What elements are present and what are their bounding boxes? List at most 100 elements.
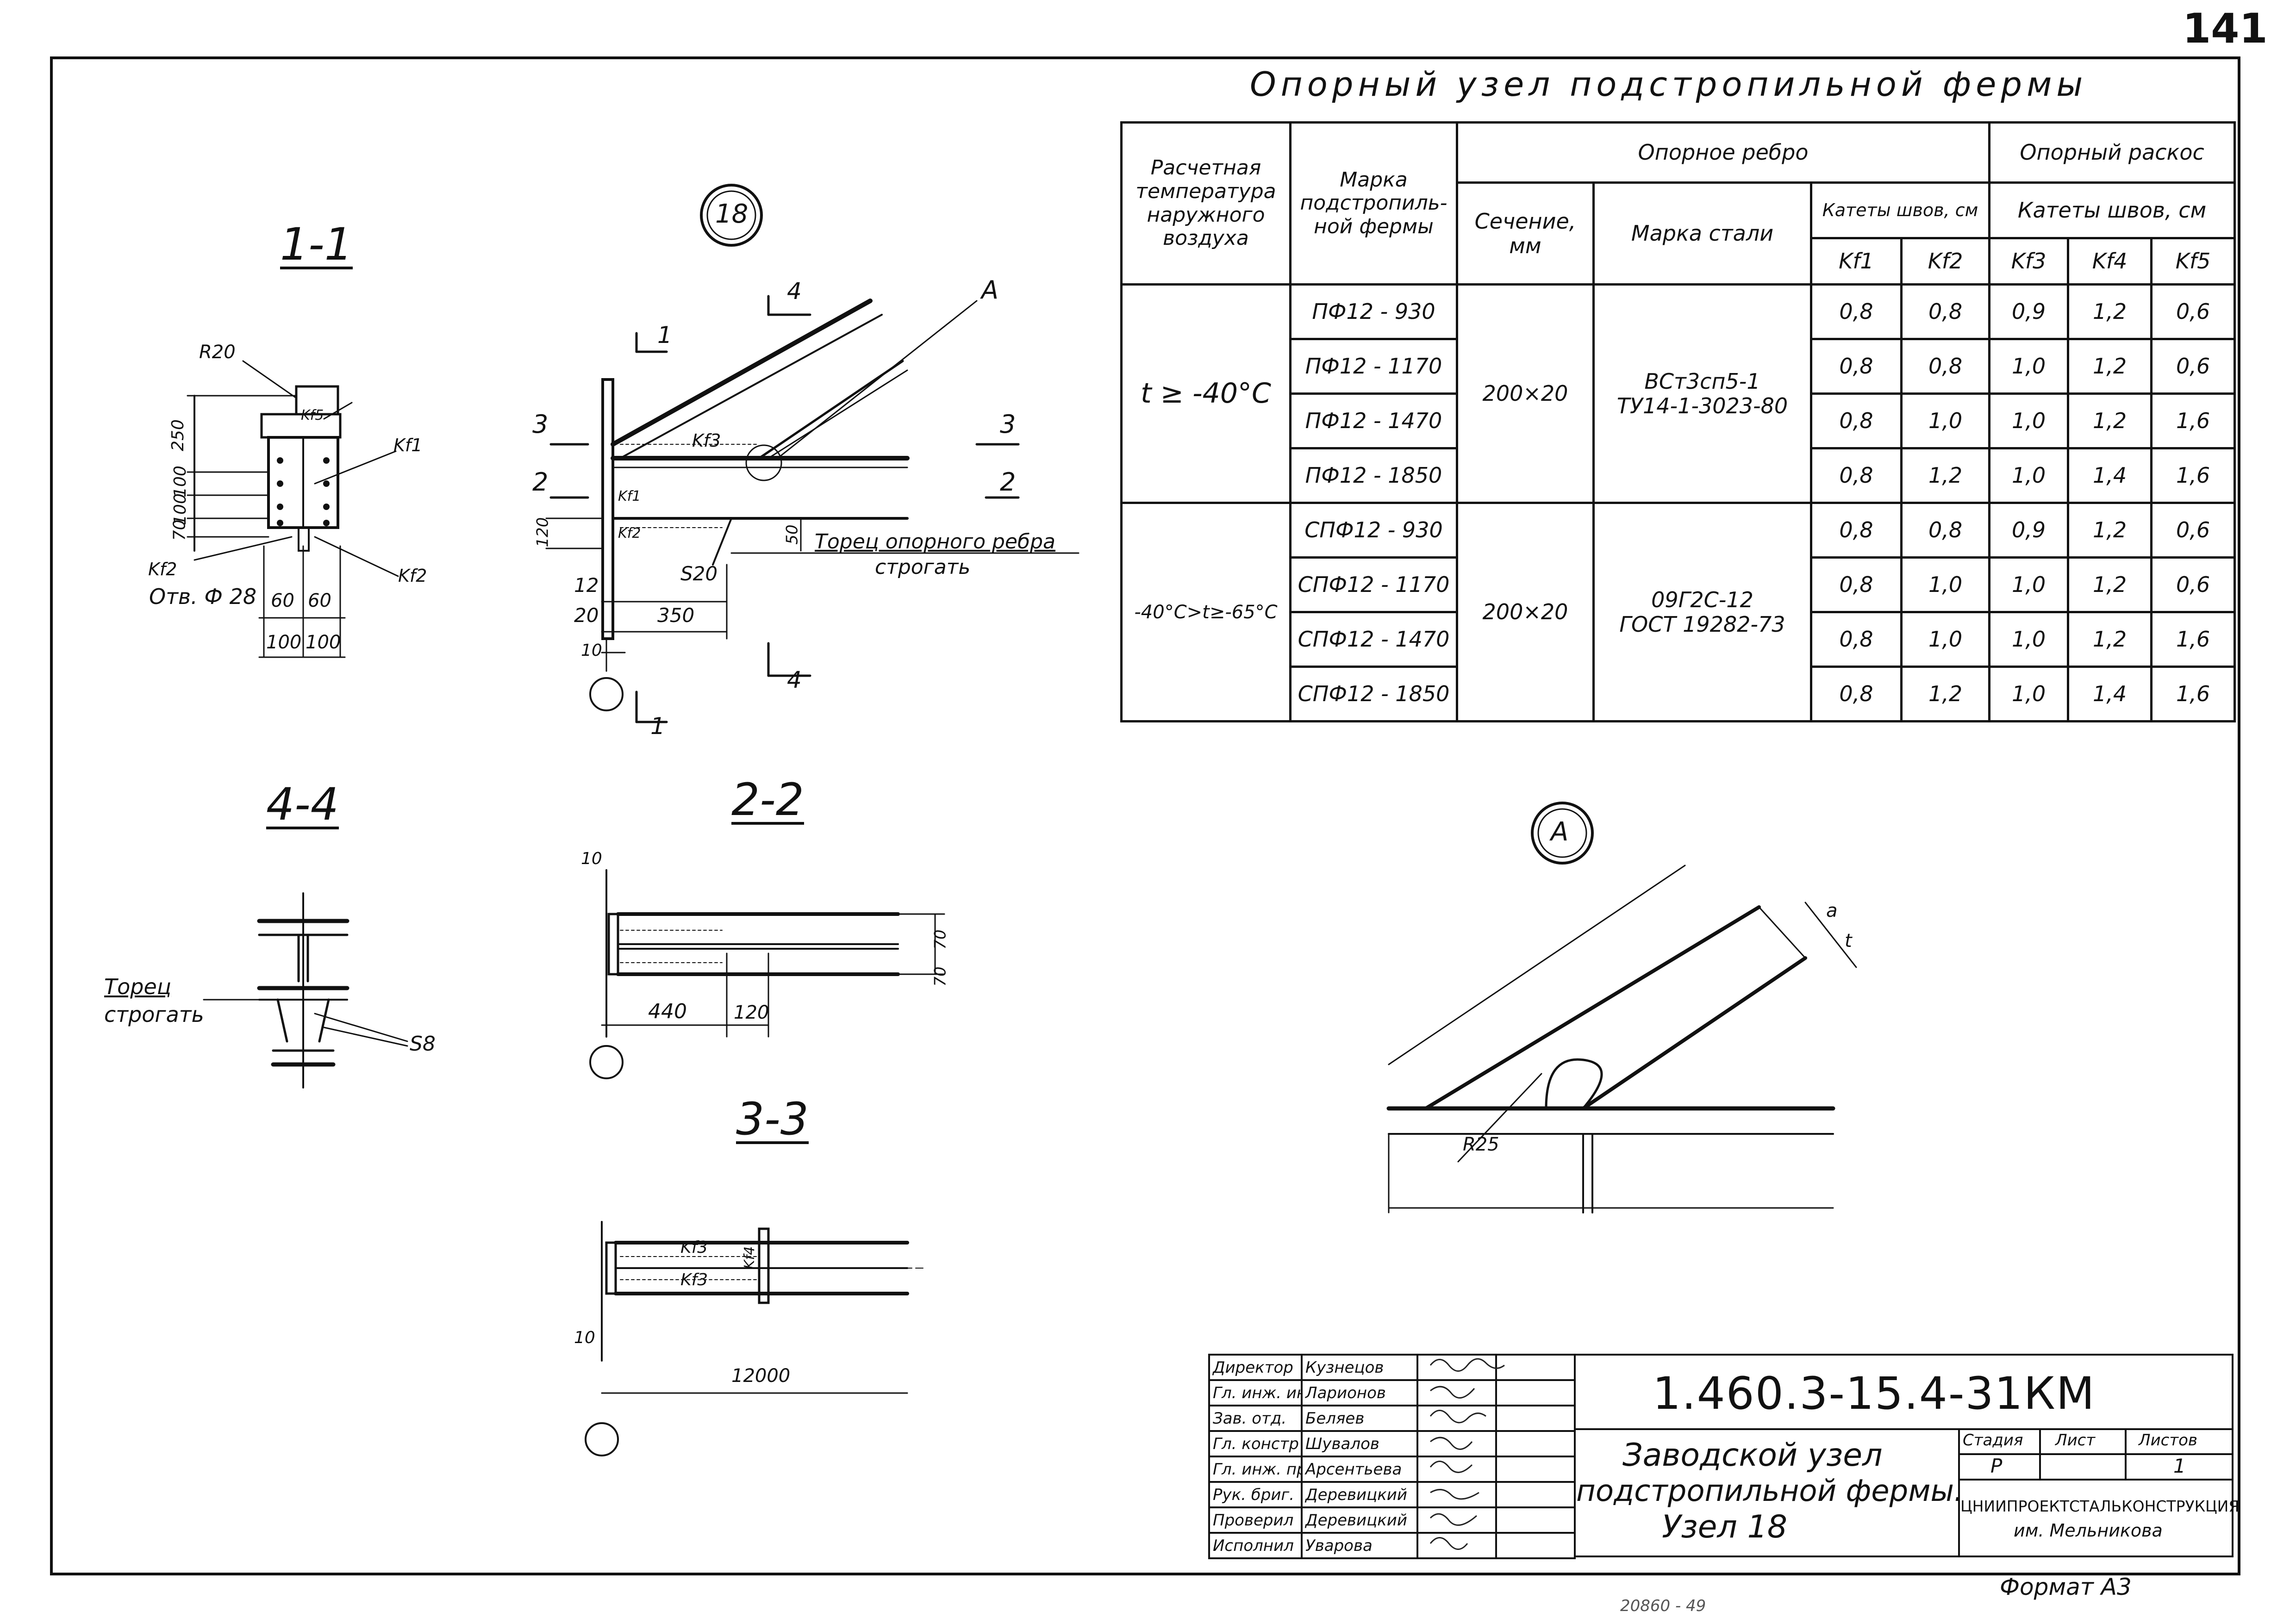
sign-name: Уварова [1301, 1532, 1418, 1559]
label-kf3: Kf3 [692, 430, 721, 451]
table-cell-kf4: 1,4 [2067, 666, 2153, 722]
dim-10-node: 10 [581, 641, 602, 660]
organization-line1: ЦНИИПРОЕКТСТАЛЬКОНСТРУКЦИЯ [1960, 1497, 2240, 1515]
table-cell-kf4: 1,2 [2067, 283, 2153, 340]
header-kf3: Kf3 [1988, 237, 2070, 286]
header-brace-welds: Катеты швов, см [1988, 181, 2236, 239]
cut-1-top: 1 [657, 322, 672, 348]
table-cell-kf4: 1,2 [2067, 611, 2153, 668]
sign-name: Арсентьева [1301, 1456, 1418, 1483]
group2-temperature: -40°C>t≥-65°C [1120, 502, 1292, 722]
header-truss-mark: Марка подстропиль-ной фермы [1289, 121, 1458, 286]
header-support-rib: Опорное ребро [1455, 121, 1991, 184]
table-cell-kf2: 1,2 [1900, 666, 1991, 722]
dim-440-s22: 440 [648, 1000, 687, 1023]
node-note-line1: Торец опорного ребра [815, 530, 1056, 554]
sheet-label: Лист [2055, 1431, 2096, 1450]
section-1-1-title: 1-1 [280, 218, 353, 270]
detail-ref: А [981, 275, 998, 305]
page-number: 141 [2183, 5, 2268, 52]
sign-name: Ларионов [1301, 1379, 1418, 1406]
section-4-4-drawing [203, 892, 408, 1089]
table-cell-kf3: 0,9 [1988, 283, 2070, 340]
sign-role: Зав. отд. [1208, 1405, 1303, 1432]
table-cell-kf2: 0,8 [1900, 338, 1991, 395]
sign-name: Шувалов [1301, 1430, 1418, 1457]
bottom-stray-number: 20860 - 49 [1620, 1597, 1706, 1615]
s44-note-line2: строгать [104, 1002, 204, 1027]
dim-a: a [1826, 900, 1838, 921]
dim-10-s22: 10 [581, 849, 602, 868]
table-cell-kf1: 0,8 [1810, 392, 1903, 449]
group1-steel-line1: ВСт3сп5-1 [1644, 368, 1760, 394]
table-cell-kf5: 1,6 [2150, 611, 2236, 668]
node-18-drawing [545, 184, 1079, 723]
table-cell-kf3: 1,0 [1988, 666, 2070, 722]
dim-100d: 100 [306, 632, 341, 653]
section-3-3-drawing [585, 1221, 926, 1456]
table-cell-kf1: 0,8 [1810, 611, 1903, 668]
header-rib-welds: Катеты швов, см [1809, 181, 1991, 239]
table-cell-kf5: 1,6 [2150, 666, 2236, 722]
table-cell-mark: ПФ12 - 1170 [1289, 338, 1458, 395]
drawing-name-line2: подстропильной фермы. [1576, 1474, 1964, 1508]
stage-grid-vline2 [2125, 1430, 2127, 1479]
dim-350-node: 350 [657, 604, 695, 627]
table-cell-mark: СПФ12 - 930 [1289, 502, 1458, 559]
label-kf1-node: Kf1 [618, 488, 641, 504]
table-cell-mark: ПФ12 - 1470 [1289, 392, 1458, 449]
cut-4-top: 4 [787, 278, 802, 305]
organization-line2: им. Мельникова [2014, 1520, 2163, 1541]
table-cell-kf4: 1,2 [2067, 392, 2153, 449]
dim-120-s22: 120 [734, 1002, 769, 1023]
table-cell-kf2: 1,0 [1900, 392, 1991, 449]
header-kf1: Kf1 [1810, 237, 1903, 286]
drawing-frame [50, 56, 2240, 1575]
table-cell-mark: СПФ12 - 1850 [1289, 666, 1458, 722]
s44-note-line1: Торец [104, 974, 172, 999]
sign-name: Беляев [1301, 1405, 1418, 1432]
table-cell-kf4: 1,2 [2067, 338, 2153, 395]
header-temperature: Расчетная температура наружного воздуха [1120, 121, 1292, 286]
label-r25: R25 [1463, 1134, 1499, 1155]
cut-2-left: 2 [532, 467, 549, 497]
section-1-1-drawing [187, 360, 399, 658]
label-s20: S20 [680, 562, 718, 585]
dim-t: t [1845, 930, 1852, 952]
table-cell-mark: СПФ12 - 1170 [1289, 556, 1458, 613]
header-kf4: Kf4 [2067, 237, 2153, 286]
table-cell-mark: ПФ12 - 1850 [1289, 447, 1458, 504]
title-block-right [1574, 1354, 2234, 1557]
dim-60b: 60 [308, 590, 331, 611]
group1-temperature: t ≥ -40°C [1120, 283, 1292, 504]
cut-3-left: 3 [532, 410, 549, 439]
label-kf2-left: Kf2 [148, 559, 177, 579]
table-cell-kf4: 1,2 [2067, 502, 2153, 559]
dim-100c: 100 [266, 632, 302, 653]
table-cell-kf4: 1,4 [2067, 447, 2153, 504]
node-number: 18 [715, 199, 749, 229]
header-kf5: Kf5 [2150, 237, 2236, 286]
table-cell-kf5: 0,6 [2150, 283, 2236, 340]
sign-role: Проверил [1208, 1506, 1303, 1534]
drawing-name-line3: Узел 18 [1662, 1509, 1788, 1545]
cut-3-right: 3 [1000, 410, 1016, 439]
header-steel: Марка стали [1592, 181, 1812, 286]
node-note-line2: строгать [875, 555, 971, 579]
table-cell-kf5: 0,6 [2150, 502, 2236, 559]
table-cell-kf1: 0,8 [1810, 502, 1903, 559]
stage-grid-hline1 [1958, 1453, 2234, 1455]
stage-label: Стадия [1963, 1431, 2023, 1450]
sign-name: Деревицкий [1301, 1506, 1418, 1534]
group2-steel-line1: 09Г2С-12 [1651, 587, 1753, 612]
sign-name: Деревицкий [1301, 1481, 1418, 1508]
cut-4-bottom: 4 [787, 666, 802, 693]
table-cell-kf2: 1,0 [1900, 611, 1991, 668]
table-cell-kf5: 1,6 [2150, 447, 2236, 504]
designation: 1.460.3-15.4-31КМ [1653, 1368, 2096, 1419]
table-cell-kf3: 1,0 [1988, 338, 2070, 395]
label-hole: Отв. Ф 28 [149, 584, 257, 609]
